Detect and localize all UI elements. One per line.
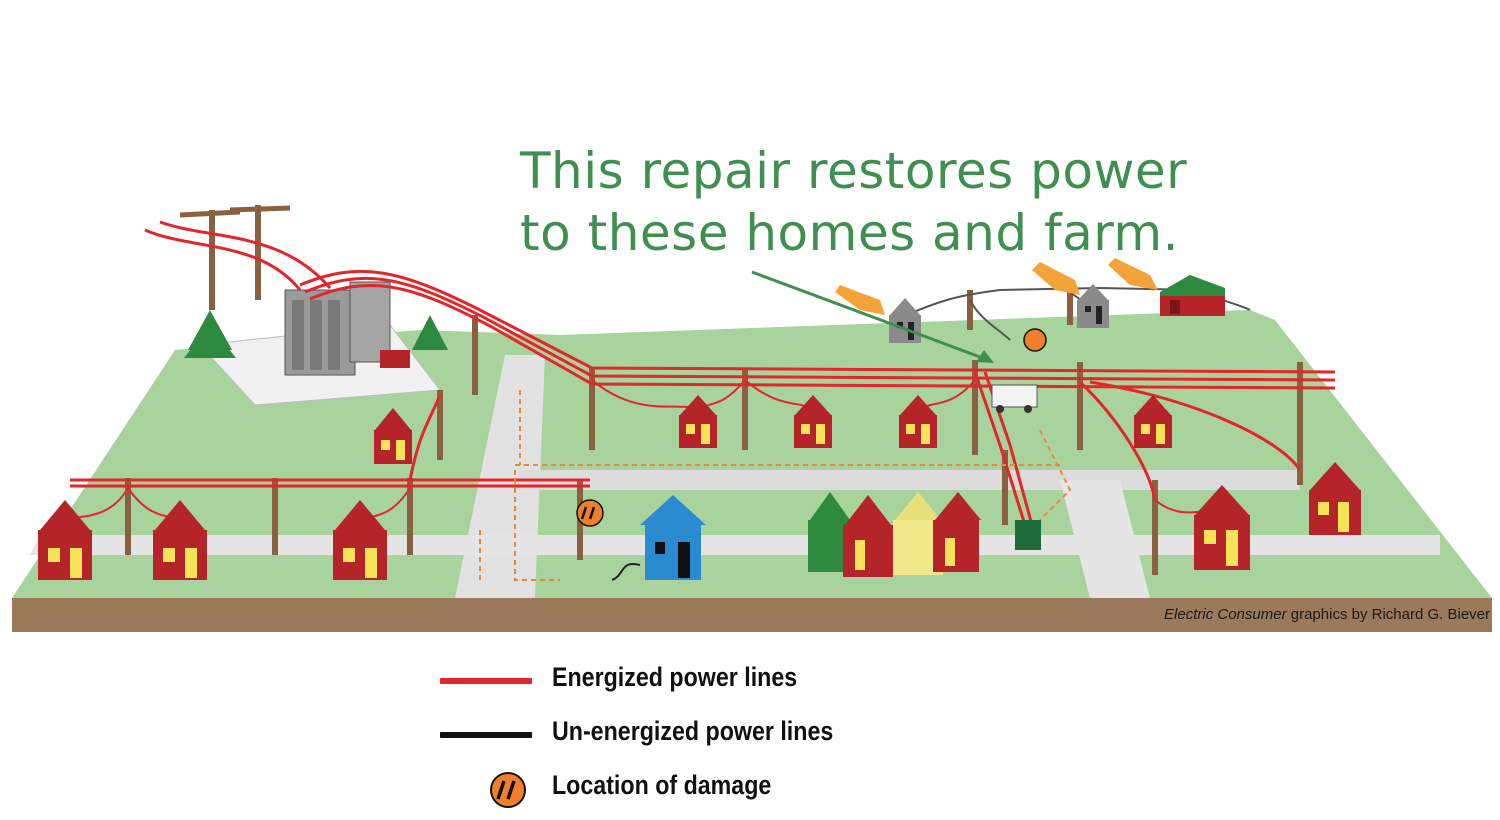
house-icon — [889, 298, 921, 343]
annotation-arrow — [751, 270, 994, 363]
house-icon — [1077, 284, 1109, 328]
house-icon — [38, 500, 92, 580]
road-cul-de-sac — [1060, 480, 1150, 598]
damage-marker-icon — [490, 772, 526, 808]
damage-marker-icon — [576, 499, 604, 527]
house-icon — [794, 395, 832, 448]
blue-house-icon — [611, 495, 706, 581]
utility-poles — [125, 205, 1303, 575]
legend-item-unenergized: Un-energized power lines — [440, 712, 960, 766]
tree-icon — [184, 310, 448, 358]
house-icon — [333, 500, 387, 580]
legend-label: Energized power lines — [552, 662, 798, 692]
house-icon — [153, 500, 207, 580]
house-icon — [1309, 462, 1361, 535]
headline-line-2: to these homes and farm. — [520, 204, 1180, 262]
house-icon — [1194, 485, 1250, 570]
black-line-swatch — [440, 732, 532, 738]
annotation-headline: This repair restores power to these home… — [520, 140, 1220, 264]
farm-barn-icon — [1160, 275, 1225, 316]
affected-homes — [889, 275, 1225, 343]
indicator-arrows — [835, 258, 1158, 315]
power-grid-illustration — [12, 205, 1492, 632]
repair-truck-icon — [991, 384, 1038, 413]
road-lane — [515, 470, 1300, 490]
publication-name: Electric Consumer — [1164, 606, 1287, 623]
credit-byline: graphics by Richard G. Biever — [1286, 606, 1490, 623]
ground-base — [12, 598, 1492, 632]
house-icon — [899, 395, 937, 448]
image-credit: Electric Consumer graphics by Richard G.… — [1164, 606, 1490, 623]
headline-line-1: This repair restores power — [520, 142, 1188, 200]
red-line-swatch — [440, 678, 532, 684]
legend-item-damage: Location of damage — [440, 766, 960, 820]
house-icon — [374, 408, 412, 464]
crossarms — [179, 205, 291, 218]
legend-label: Un-energized power lines — [552, 716, 834, 746]
substation-equipment — [284, 281, 410, 376]
house-icon — [679, 395, 717, 448]
damage-marker-repaired-icon — [1023, 328, 1047, 352]
townhouse-cluster — [808, 492, 981, 577]
legend: Energized power lines Un-energized power… — [440, 658, 960, 820]
legend-item-energized: Energized power lines — [440, 658, 960, 712]
padmount-transformer-icon — [1015, 520, 1041, 550]
houses — [38, 395, 1361, 580]
legend-label: Location of damage — [552, 770, 772, 800]
underground-lines — [479, 390, 1072, 581]
house-icon — [1134, 395, 1172, 448]
